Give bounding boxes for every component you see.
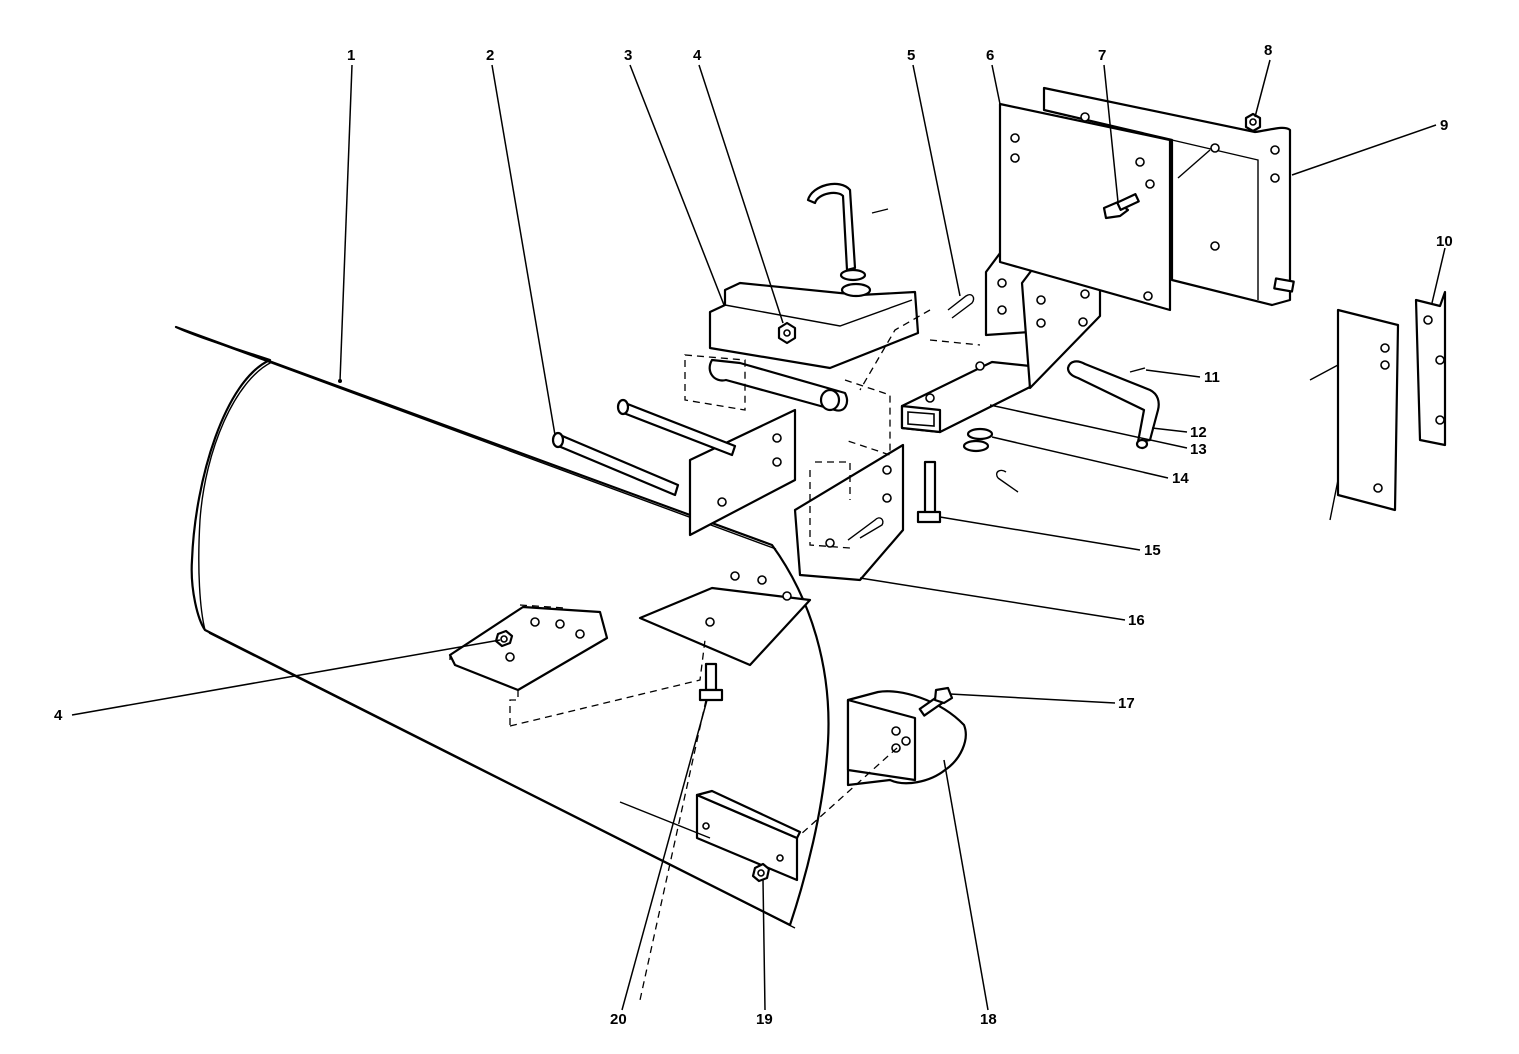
callout-6: 6 — [986, 47, 994, 64]
skid-shoe — [846, 690, 967, 787]
pivot-pin-long — [551, 431, 680, 497]
nut-left-plate — [494, 629, 514, 648]
callout-15: 15 — [1144, 542, 1161, 559]
callout-leaders — [71, 59, 1446, 1011]
stud-9 — [1273, 277, 1295, 293]
callout-10: 10 — [1436, 233, 1453, 250]
callout-12: 12 — [1190, 424, 1207, 441]
lock-pin-lower — [1066, 360, 1160, 450]
callout-19: 19 — [756, 1011, 773, 1028]
callout-7: 7 — [1098, 47, 1106, 64]
callout-3: 3 — [624, 47, 632, 64]
callout-20: 20 — [610, 1011, 627, 1028]
callout-8: 8 — [1264, 42, 1272, 59]
callout-16: 16 — [1128, 612, 1145, 629]
lock-pin-upper — [806, 182, 889, 298]
callout-11: 11 — [1204, 369, 1220, 386]
callout-4-left: 4 — [54, 707, 63, 724]
callout-2: 2 — [486, 47, 494, 64]
callout-18: 18 — [980, 1011, 997, 1028]
frame-bracket — [1042, 86, 1292, 307]
callout-4-top: 4 — [693, 47, 702, 64]
callout-9: 9 — [1440, 117, 1448, 134]
callout-13: 13 — [1190, 441, 1207, 458]
callout-1: 1 — [347, 47, 355, 64]
pivot-pin-upper — [616, 398, 737, 457]
square-tube — [900, 360, 1032, 434]
spring-clip-5 — [947, 294, 975, 319]
pivot-bracket — [638, 408, 905, 667]
hitch-pin-clip-16 — [847, 517, 884, 541]
bolt-17 — [918, 686, 954, 717]
nut-19 — [751, 862, 771, 883]
mounting-plate — [998, 102, 1172, 312]
lower-blade-strap — [619, 789, 802, 882]
side-bracket — [1309, 290, 1447, 521]
bolt-15 — [916, 460, 942, 524]
nut-8 — [1244, 112, 1262, 133]
nut-4 — [777, 321, 797, 345]
bolt-7 — [1102, 193, 1140, 220]
callout-17: 17 — [1118, 695, 1135, 712]
callout-labels: 1 2 3 4 5 6 7 8 9 10 11 12 13 14 15 16 4… — [54, 42, 1453, 1028]
washers-14 — [962, 427, 1019, 493]
assembly-guide-lines — [509, 309, 981, 1001]
blade-mount-plate-left — [448, 604, 609, 728]
callout-5: 5 — [907, 47, 915, 64]
pivot-channel — [684, 281, 920, 456]
bolt-20 — [698, 662, 724, 702]
callout-14: 14 — [1172, 470, 1189, 487]
